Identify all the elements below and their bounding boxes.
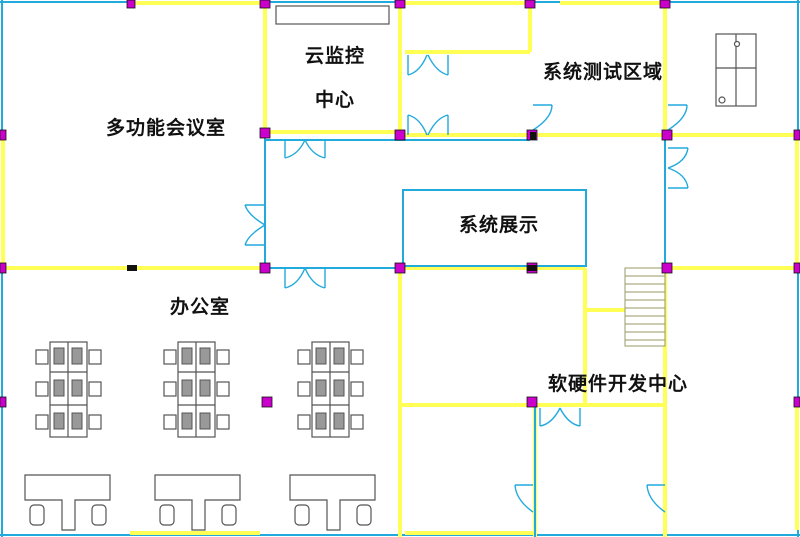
door-corridor-bottom — [284, 267, 326, 289]
door-test-area-right — [667, 104, 688, 131]
label-multi-function-meeting-room: 多功能会议室 — [106, 116, 226, 139]
label-office: 办公室 — [170, 295, 230, 318]
desk-cluster-2 — [163, 341, 230, 438]
door-dev-right-room — [646, 484, 666, 513]
office-workstations — [24, 474, 376, 531]
desk-cluster-1 — [35, 341, 102, 438]
door-corridor-top — [284, 139, 326, 159]
doors — [244, 54, 689, 513]
desk-cluster-3 — [297, 341, 364, 438]
door-right-corridor — [667, 147, 689, 189]
label-software-hardware-dev-center: 软硬件开发中心 — [548, 372, 688, 395]
label-system-test-area: 系统测试区域 — [543, 60, 663, 83]
door-cloud-bottom — [407, 114, 449, 136]
office-desks — [35, 341, 364, 438]
door-test-area-left — [532, 104, 553, 131]
test-equipment — [715, 33, 757, 107]
columns — [0, 0, 800, 408]
workstation-3 — [289, 474, 376, 531]
workstation-2 — [154, 474, 241, 531]
door-dev-left-room — [514, 484, 534, 513]
staircase — [624, 267, 666, 347]
workstation-1 — [24, 474, 111, 531]
label-system-display: 系统展示 — [459, 213, 539, 236]
label-cloud-monitoring-line1: 云监控 — [305, 44, 365, 67]
cloud-room-cabinet — [275, 5, 390, 25]
door-cloud-top — [407, 54, 449, 76]
door-meeting-room — [244, 204, 266, 246]
door-dev-lower — [539, 407, 581, 427]
label-cloud-monitoring-line2: 中心 — [315, 88, 355, 111]
